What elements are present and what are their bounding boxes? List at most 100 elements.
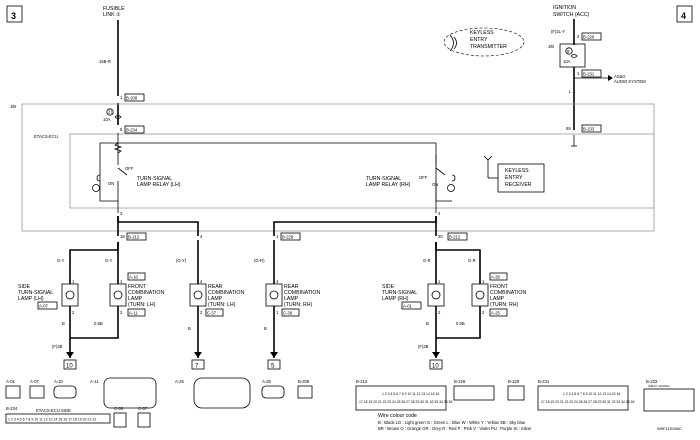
view-b231-pins-bot: 17 18 19 20 21 22 23 24 25 26 27 28 29 3… [541,400,634,404]
conn-b212-tag-lh [126,232,147,241]
view-a01 [5,385,21,399]
wire-b-rear-rh: B [264,326,267,331]
front-rh-label-4: (TURN: RH) [490,302,519,308]
fusible-link-label-2: LINK ① [103,12,121,18]
page-number-left-box [6,5,23,23]
view-b212-title: B-212 [356,379,368,384]
wire-f2b-lh: (F)2B [52,344,63,349]
asg-label-1: AS&G [614,74,626,79]
ecu-bus-left [99,143,118,202]
relay-lh-on: ON [108,181,114,186]
conn-b212-label-lh: B-212 [128,235,140,240]
conn-b234-label: B-234 [126,128,138,133]
keyless-transmitter-outline [443,27,525,57]
ground-lh-icon [66,352,74,358]
wire-b-side-lh: B [62,321,65,326]
radio-wave-icon [449,34,457,52]
ground-rh-icon [432,352,440,358]
front-rh-label-2: COMBINATION [490,290,526,296]
view-b212-pins-bot: 17 18 19 20 21 22 23 24 25 26 27 28 29 3… [359,400,452,404]
view-b229-title: B-229 [508,379,520,384]
wire-05b-front-lh: 0.5B [94,321,103,326]
rear-lh-label-2: COMBINATION [208,290,244,296]
fusible-link-label-1: FUSIBLE [103,6,125,12]
ground-rear-lh-icon [194,352,202,358]
pin-rear-rh-1: 1 [276,310,279,315]
view-a10-title: A-10 [54,379,64,384]
lamp-front-rh [471,283,489,307]
view-b234-pins: 1 2 3 4 5 6 7 8 9 10 11 12 13 14 15 16 1… [8,418,96,422]
pin-jb-4: 4 [438,211,441,216]
view-b234-title: B-234 [6,406,18,411]
conn-c37-label: C-37 [207,311,217,316]
pin-side-rh-1: 1 [438,279,441,284]
ecu-bus-right [435,143,452,202]
pin-front-lh-2: 2 [120,310,123,315]
wire-gr-side-rh: G-R [423,258,431,263]
rear-rh-label-3: LAMP [284,296,299,302]
antenna-icon [483,155,493,161]
front-rh-label-3: LAMP [490,296,505,302]
conn-c36-tag [281,308,300,317]
pin-front-rh-1: 1 [482,279,485,284]
view-b208 [297,385,313,399]
pin-rear-lh-4: 4 [200,279,203,284]
front-lh-label-2: COMBINATION [128,290,164,296]
pin-lh-4: 4 [200,234,203,239]
arrow-asg-icon [608,75,613,81]
etacs-ecu-label: ETACS-ECU [34,134,58,139]
ign-switch-label-1: IGNITION [553,5,576,11]
relay-lh-contact [117,167,128,176]
keyless-tx-label-3: TRANSMITTER [470,44,507,50]
side-rh-label-3: LAMP (RH) [382,296,409,302]
conn-a01-label: A-01 [403,304,413,309]
wire-15b-r-label: 15B-R [99,59,111,64]
wire-l-label: L [569,89,572,94]
pin-b233-59: 59 [566,126,571,131]
wire-gy-rear-lh: (G-Y) [176,258,187,263]
page-number-left: 3 [11,11,16,21]
rear-lh-label-1: REAR [208,284,223,290]
conn-a25-label: A-25 [491,311,501,316]
wire-f2b-rh: (F)2B [418,344,429,349]
relay-lh-off: OFF [125,166,134,171]
side-lh-label-3: LAMP (LH) [18,296,44,302]
view-a26 [261,385,285,399]
pin-b234-5: 5 [120,127,123,132]
wire-gy-side-lh: G-Y [57,258,65,263]
fuse21-amp: 10A [103,117,111,122]
pin-side-lh-1: 1 [72,279,75,284]
ground-rear-lh-no: 7 [195,364,199,370]
jb-box [21,103,655,232]
conn-b229-tag [581,32,602,41]
side-rh-label-1: SIDE [382,284,395,290]
lamp-front-lh [109,283,127,307]
view-c36 [113,412,127,428]
conn-b228-label: B-228 [282,235,294,240]
wire-gr-front-rh: G-R [468,258,476,263]
rear-lh-label-3: LAMP [208,296,223,302]
pin-front-lh-1: 1 [120,279,123,284]
view-b231-pins-top: 1 2 3 4 5 6 7 8 9 10 11 12 13 14 15 16 [563,392,620,396]
pin-b208-1: 1 [120,95,123,100]
fuse9-circle [565,47,573,55]
conn-b212-tag-rh [447,232,468,241]
front-lh-label-1: FRONT [128,284,147,290]
resistor-icon [113,142,123,154]
asg-label-2: AUDIO SYSTEM [614,79,646,84]
fuse9-icon [570,54,578,58]
view-b229 [507,385,525,401]
lamp-rear-lh [189,283,207,307]
ign-switch-label-2: SWITCH (ACC) [553,12,590,18]
ground-rear-lh-box [191,359,205,370]
ground-rear-rh-no: 5 [271,364,275,370]
front-lh-label-4: (TURN: LH) [128,302,156,308]
pin-b212-18: 18 [120,234,125,239]
conn-b231-tag [581,69,602,78]
fuse21-number: 21 [108,110,113,115]
page-number-right: 4 [681,11,686,21]
conn-b229-label: B-229 [583,35,595,40]
keyless-rx-label-2: ENTRY [505,175,523,181]
